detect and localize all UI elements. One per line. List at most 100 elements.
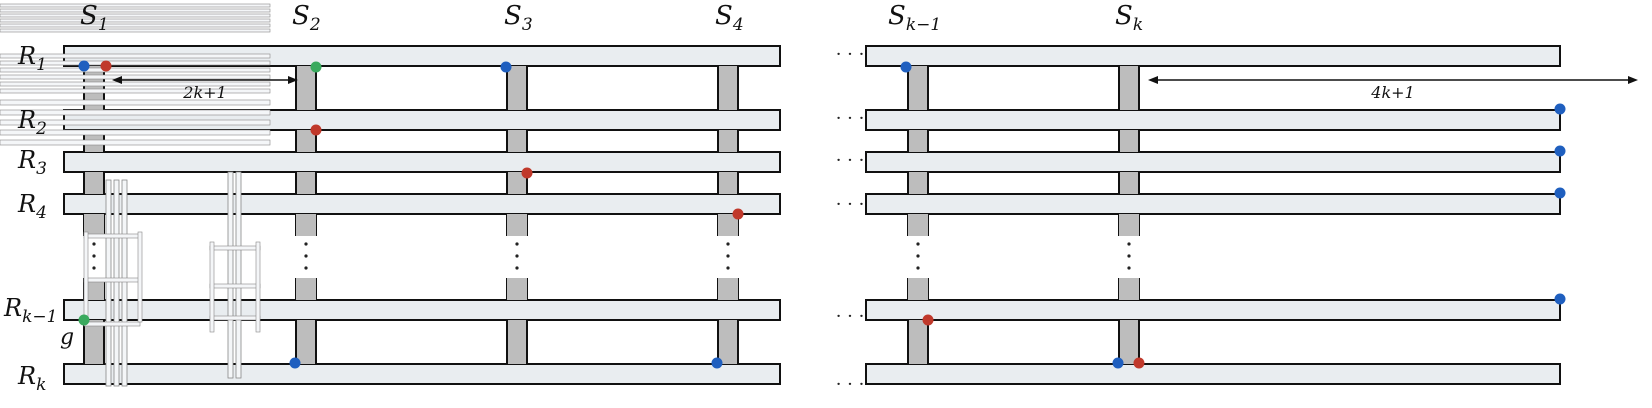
column-connector bbox=[718, 172, 738, 194]
red-point bbox=[310, 124, 322, 136]
row-ellipsis: · · · bbox=[836, 150, 865, 171]
column-label-sk-1: Sk−1 bbox=[888, 1, 941, 35]
thumb-band bbox=[83, 233, 141, 239]
horizontal-ellipses: · · · · · · · · · · · · · · · · · · bbox=[836, 44, 865, 395]
vertical-ellipsis-dot bbox=[515, 242, 519, 246]
thumb-band bbox=[0, 129, 271, 136]
blue-point bbox=[1554, 187, 1566, 199]
row-band bbox=[63, 193, 781, 215]
thumb-band bbox=[0, 60, 271, 66]
column-stub bbox=[908, 278, 928, 300]
column-stub bbox=[908, 214, 928, 236]
vertical-ellipsis-dot bbox=[92, 254, 96, 258]
thumb-band bbox=[0, 67, 271, 73]
green-point bbox=[78, 314, 90, 326]
row-label-rk-1: Rk−1 bbox=[3, 294, 57, 327]
row-band bbox=[865, 109, 1561, 131]
column-connector bbox=[908, 172, 928, 194]
column-stub bbox=[296, 278, 316, 300]
column-label-s2: S2 bbox=[292, 1, 321, 35]
column-label-s3: S3 bbox=[504, 1, 533, 35]
column-connector bbox=[507, 320, 527, 364]
blue-point bbox=[1554, 293, 1566, 305]
column-connector bbox=[718, 66, 738, 110]
thumb-column bbox=[235, 171, 242, 379]
row-band bbox=[865, 193, 1561, 215]
thumb-band bbox=[0, 13, 271, 18]
vertical-ellipsis-dot bbox=[916, 254, 920, 258]
thumb-band bbox=[0, 8, 271, 13]
thumb-band bbox=[209, 283, 261, 289]
column-connector bbox=[84, 320, 104, 364]
row-ellipsis: · · · bbox=[836, 306, 865, 327]
row-bands bbox=[63, 45, 1561, 385]
column-stub bbox=[507, 214, 527, 236]
vertical-ellipsis-dot bbox=[515, 254, 519, 258]
column-connector bbox=[296, 172, 316, 194]
thumb-column bbox=[121, 179, 128, 387]
column-connector bbox=[296, 66, 316, 110]
thumb-band bbox=[0, 119, 271, 126]
column-connector bbox=[908, 130, 928, 152]
points bbox=[78, 60, 1566, 369]
row-band bbox=[865, 299, 1561, 321]
column-stub bbox=[718, 214, 738, 236]
vertical-ellipsis-dot bbox=[1127, 254, 1131, 258]
gadget-label: g bbox=[60, 325, 74, 350]
thumb-band bbox=[0, 88, 271, 94]
vertical-ellipsis-dot bbox=[515, 266, 519, 270]
row-band bbox=[63, 151, 781, 173]
thumb-band bbox=[0, 109, 271, 116]
blue-point bbox=[1554, 103, 1566, 115]
thumb-column bbox=[227, 171, 234, 379]
blue-point bbox=[711, 357, 723, 369]
row-label-r3: R3 bbox=[17, 146, 47, 179]
column-connector bbox=[296, 320, 316, 364]
row-ellipsis: · · · bbox=[836, 108, 865, 129]
green-point bbox=[310, 61, 322, 73]
thumb-band bbox=[0, 23, 271, 28]
column-connector bbox=[507, 66, 527, 110]
row-band bbox=[63, 299, 781, 321]
vertical-ellipsis-dot bbox=[92, 242, 96, 246]
column-label-sk: Sk bbox=[1115, 1, 1143, 35]
thumb-column bbox=[255, 241, 261, 333]
blue-point bbox=[289, 357, 301, 369]
column-connector bbox=[1119, 66, 1139, 110]
column-connector bbox=[718, 320, 738, 364]
column-connector bbox=[1119, 130, 1139, 152]
vertical-ellipsis-dot bbox=[916, 266, 920, 270]
blue-point bbox=[500, 61, 512, 73]
column-connector bbox=[718, 130, 738, 152]
red-point bbox=[922, 314, 934, 326]
thumb-band bbox=[0, 3, 271, 8]
thumb-band bbox=[0, 81, 271, 87]
column-stub bbox=[1119, 214, 1139, 236]
row-label-r2: R2 bbox=[17, 106, 47, 139]
vertical-ellipsis-dot bbox=[304, 266, 308, 270]
thumb-band bbox=[0, 28, 271, 33]
column-labels: S1 S2 S3 S4 Sk−1 Sk bbox=[80, 1, 1143, 35]
thumb-band bbox=[0, 18, 271, 23]
thumb-column bbox=[209, 241, 215, 333]
column-connector bbox=[296, 130, 316, 152]
row-ellipsis: · · · bbox=[836, 194, 865, 215]
column-label-s1: S1 bbox=[80, 1, 109, 35]
row-labels: R1 R2 R3 R4 Rk−1 Rk g bbox=[3, 42, 74, 395]
column-stub bbox=[718, 278, 738, 300]
blue-point bbox=[78, 60, 90, 72]
vertical-ellipsis-dot bbox=[1127, 266, 1131, 270]
row-band bbox=[865, 363, 1561, 385]
row-ellipsis: · · · bbox=[836, 44, 865, 65]
thumb-band bbox=[0, 99, 271, 106]
thumb-band bbox=[209, 315, 261, 321]
thumb-band bbox=[0, 53, 271, 59]
row-label-r4: R4 bbox=[17, 190, 47, 223]
column-connector bbox=[908, 66, 928, 110]
blue-point bbox=[1112, 357, 1124, 369]
gadget-overlay bbox=[0, 3, 271, 387]
vertical-ellipsis-dot bbox=[304, 254, 308, 258]
thumb-column bbox=[137, 231, 143, 323]
blue-point bbox=[1554, 145, 1566, 157]
